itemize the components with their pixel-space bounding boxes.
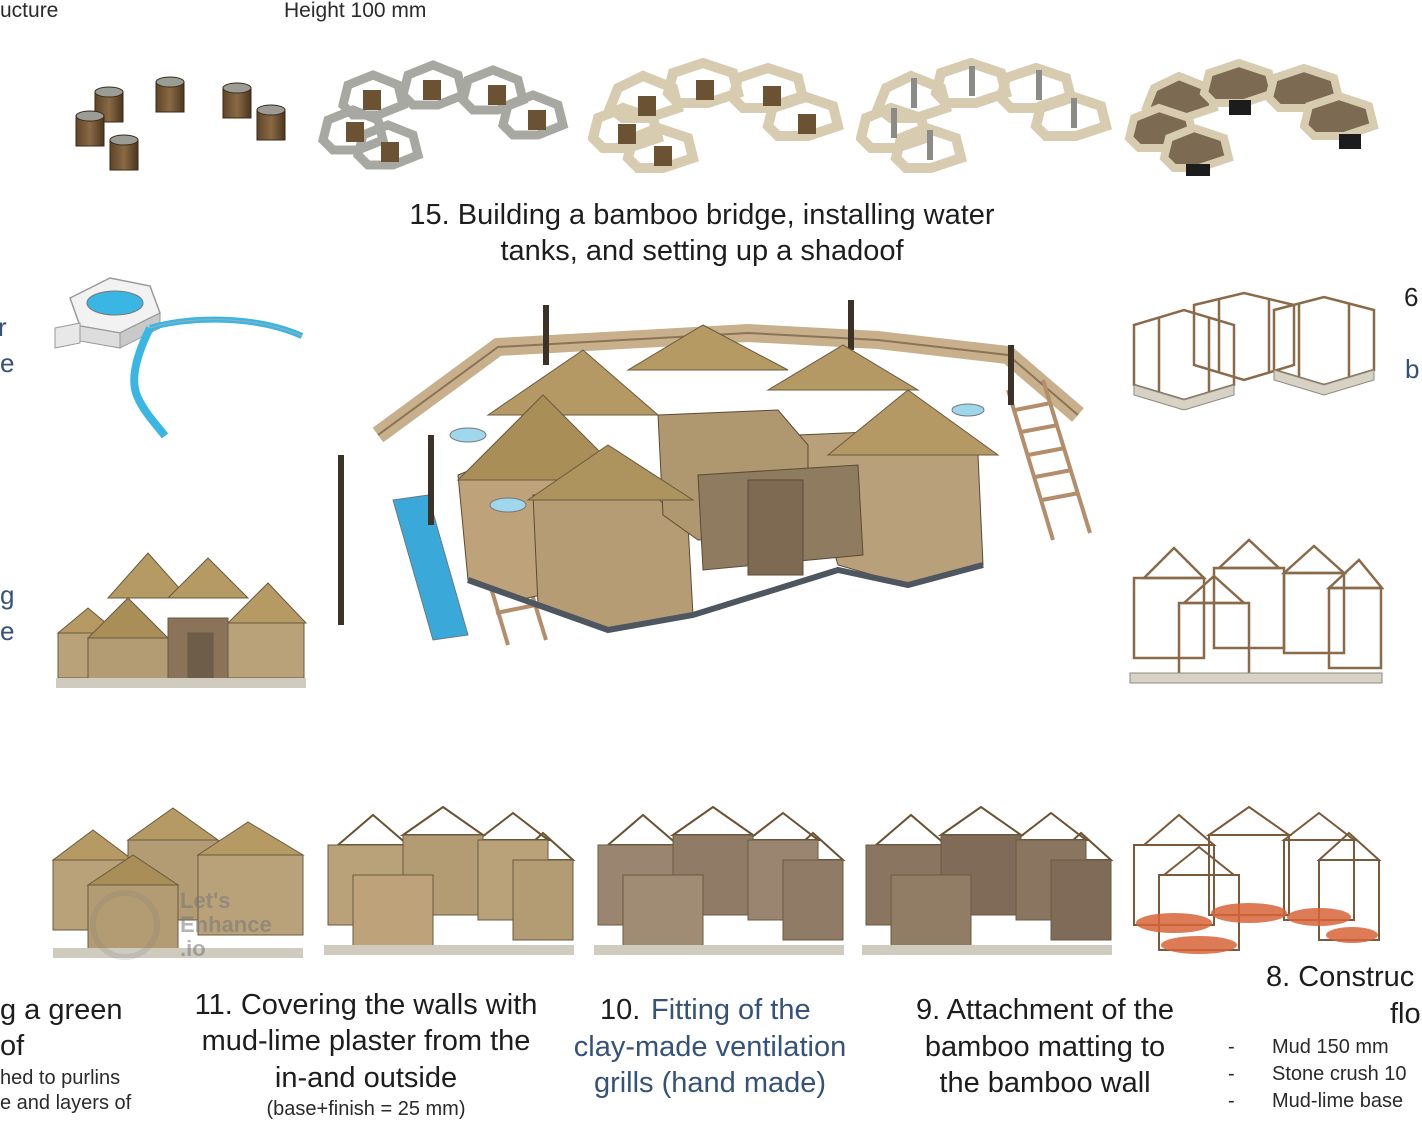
step-10-number: 10. <box>600 994 641 1026</box>
step-15-caption-line1: 15. Building a bamboo bridge, installing… <box>409 199 995 231</box>
frame-stage-lower-right <box>1124 538 1384 698</box>
left-fragment-g: g <box>0 580 15 610</box>
step-15-caption-line2: tanks, and setting up a shadoof <box>500 235 904 267</box>
step-8-caption-line1: 8. Construc <box>1266 961 1415 993</box>
watermark-line3: .io <box>180 936 206 961</box>
step-8-dash-2: - <box>1228 1063 1235 1085</box>
water-tank-channel <box>50 258 310 448</box>
stage-ring-beams <box>318 60 578 180</box>
step-11-caption-line1: 11. Covering the walls with <box>194 989 538 1021</box>
stage-green-roof <box>48 800 308 965</box>
step-8-item-1: Mud 150 mm <box>1272 1036 1389 1058</box>
step-8-item-3: Mud-lime base <box>1272 1090 1404 1112</box>
step-9-caption-line2: bamboo matting to <box>924 1031 1166 1063</box>
stage-posts <box>856 58 1116 178</box>
frame-stage-upper-right <box>1124 285 1384 425</box>
step-10-caption-line2: clay-made ventilation <box>573 1031 847 1063</box>
step-11-caption-line3: in-and outside <box>274 1062 458 1094</box>
stage-ventilation-grills <box>588 805 848 965</box>
step-8-item-2: Stone crush 10 <box>1272 1063 1407 1085</box>
right-fragment-b: b <box>1405 354 1420 384</box>
stage-bamboo-matting <box>856 805 1116 965</box>
main-settlement-render <box>318 295 1108 660</box>
step-11-caption-line2: mud-lime plaster from the <box>201 1025 531 1057</box>
left-fragment-e2: e <box>0 616 15 646</box>
step-8-dash-1: - <box>1228 1036 1235 1058</box>
step-10-caption-line1: Fitting of the <box>651 994 811 1026</box>
watermark-line1: Let's <box>180 888 231 913</box>
step-10-caption-line3: grills (hand made) <box>593 1067 827 1099</box>
stage-plaster <box>318 805 578 965</box>
watermark <box>85 880 305 970</box>
green-roof-caption-line2: of <box>0 1030 25 1062</box>
step-8-dash-3: - <box>1228 1090 1235 1112</box>
stage-floor-construction <box>1124 805 1384 965</box>
green-roof-caption-line4: e and layers of <box>0 1092 132 1114</box>
watermark-line2: Enhance <box>180 912 272 937</box>
right-fragment-six: 6 <box>1404 282 1419 312</box>
stage-bamboo-rings <box>588 58 848 178</box>
left-fragment-r: r <box>0 312 7 342</box>
green-roof-caption-line1: g a green <box>0 994 123 1026</box>
stage-floors <box>1124 58 1384 178</box>
step-8-caption-line2: flo <box>1390 998 1421 1030</box>
step-11-caption-line4: (base+finish = 25 mm) <box>266 1098 466 1120</box>
stage-stumps <box>60 70 300 180</box>
step-9-caption-line3: the bamboo wall <box>939 1067 1151 1099</box>
height-label: Height 100 mm <box>284 0 427 22</box>
structure-caption-fragment: ucture <box>0 0 59 22</box>
green-roof-caption-line3: hed to purlins <box>0 1067 121 1089</box>
thatched-cluster-left <box>48 538 308 693</box>
left-fragment-e1: e <box>0 348 15 378</box>
step-9-caption-line1: 9. Attachment of the <box>916 994 1174 1026</box>
